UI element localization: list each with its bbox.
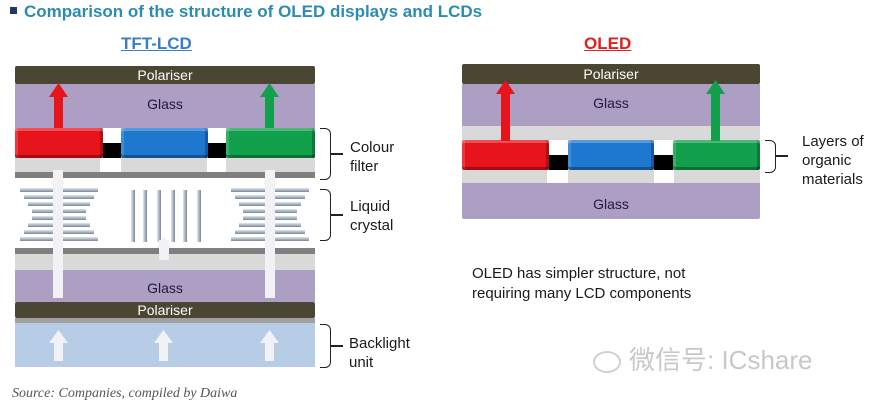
oled-blue-emitter — [568, 140, 654, 170]
note-line: requiring many LCD components — [472, 285, 692, 302]
red-arrow-up-icon — [496, 80, 515, 141]
light-path-right — [265, 170, 275, 298]
label-line: Layers of — [802, 133, 864, 150]
lcd-green-filter — [226, 128, 315, 158]
brace-tick — [331, 153, 343, 155]
wechat-icon — [593, 351, 621, 374]
colour-filter-brace — [320, 128, 331, 180]
comparison-note: OLED has simpler structure, not requirin… — [472, 264, 691, 304]
liquid-crystal-label: Liquid crystal — [350, 197, 393, 235]
backlight-arrow-up-icon — [260, 330, 279, 361]
red-arrow-up-icon — [49, 83, 68, 128]
lcd-red-filter — [15, 128, 103, 158]
source-note: Source: Companies, compiled by Daiwa — [12, 386, 238, 401]
figure-title-text: Comparison of the structure of OLED disp… — [24, 2, 483, 21]
label-line: Backlight — [349, 335, 410, 352]
lcd-black-matrix — [103, 143, 121, 158]
backlight-brace — [320, 324, 331, 368]
oled-polariser: Polariser — [462, 64, 760, 84]
lc-molecule — [197, 190, 201, 242]
oled-bottom-electrode — [462, 170, 547, 183]
label-line: unit — [349, 354, 374, 371]
brace-tick — [331, 345, 343, 347]
oled-red-emitter — [462, 140, 549, 170]
lcd-filter-substrate — [121, 158, 207, 172]
organic-layers-brace — [765, 140, 776, 173]
backlight-arrow-up-icon — [154, 330, 173, 361]
label-line: Colour — [350, 139, 395, 156]
light-path-left — [53, 170, 63, 298]
lcd-light-arrows — [49, 83, 279, 361]
lc-molecule — [143, 190, 147, 242]
tft-lcd-heading: TFT-LCD — [121, 34, 192, 53]
label-line: filter — [350, 158, 379, 175]
lcd-polariser-top: Polariser — [15, 66, 315, 84]
green-arrow-up-icon — [260, 83, 279, 128]
label-line: Liquid — [350, 198, 391, 215]
oled-heading: OLED — [584, 34, 632, 53]
arrow-up-icon — [157, 236, 171, 248]
lc-molecule — [171, 190, 175, 242]
backlight-arrow-up-icon — [49, 330, 68, 361]
oled-top-electrode — [462, 126, 760, 140]
brace-tick — [776, 155, 788, 157]
green-arrow-up-icon — [706, 80, 725, 141]
backlight-unit-label: Backlight unit — [349, 334, 410, 372]
lc-molecule — [131, 190, 135, 242]
oled-bottom-electrode — [674, 170, 760, 183]
arrow-up-icon — [263, 171, 277, 184]
label-line: crystal — [350, 217, 394, 234]
lc-molecule — [183, 190, 187, 242]
note-line: OLED has simpler structure, not — [472, 265, 686, 282]
oled-green-emitter — [673, 140, 760, 170]
oled-light-arrows — [496, 80, 725, 141]
oled-separator — [549, 155, 568, 170]
label-line: organic — [802, 152, 852, 169]
oled-bottom-electrode — [568, 170, 654, 183]
lcd-polariser-bottom: Polariser — [15, 302, 315, 318]
lc-molecule — [157, 190, 161, 242]
lcd-tft-layer — [15, 254, 315, 270]
lcd-black-matrix — [208, 143, 226, 158]
watermark: 微信号: ICshare — [593, 340, 813, 377]
label-line: materials — [802, 171, 863, 188]
liquid-crystal-brace — [320, 189, 331, 241]
bullet-icon — [10, 7, 17, 15]
lcd-filter-substrate — [226, 158, 315, 172]
lcd-blue-filter — [121, 128, 208, 158]
brace-tick — [331, 214, 343, 216]
oled-glass-bottom: Glass — [462, 183, 760, 219]
organic-layers-label: Layers of organic materials — [802, 132, 864, 189]
watermark-text: 微信号: ICshare — [629, 345, 813, 375]
arrow-up-icon — [51, 171, 65, 184]
oled-separator — [654, 155, 673, 170]
colour-filter-label: Colour filter — [350, 138, 394, 176]
lcd-diffuser — [15, 318, 315, 323]
figure-title: Comparison of the structure of OLED disp… — [10, 2, 482, 22]
lcd-alignment-layer-top — [15, 172, 315, 178]
light-path-center — [159, 240, 169, 260]
lcd-filter-substrate — [15, 158, 100, 172]
